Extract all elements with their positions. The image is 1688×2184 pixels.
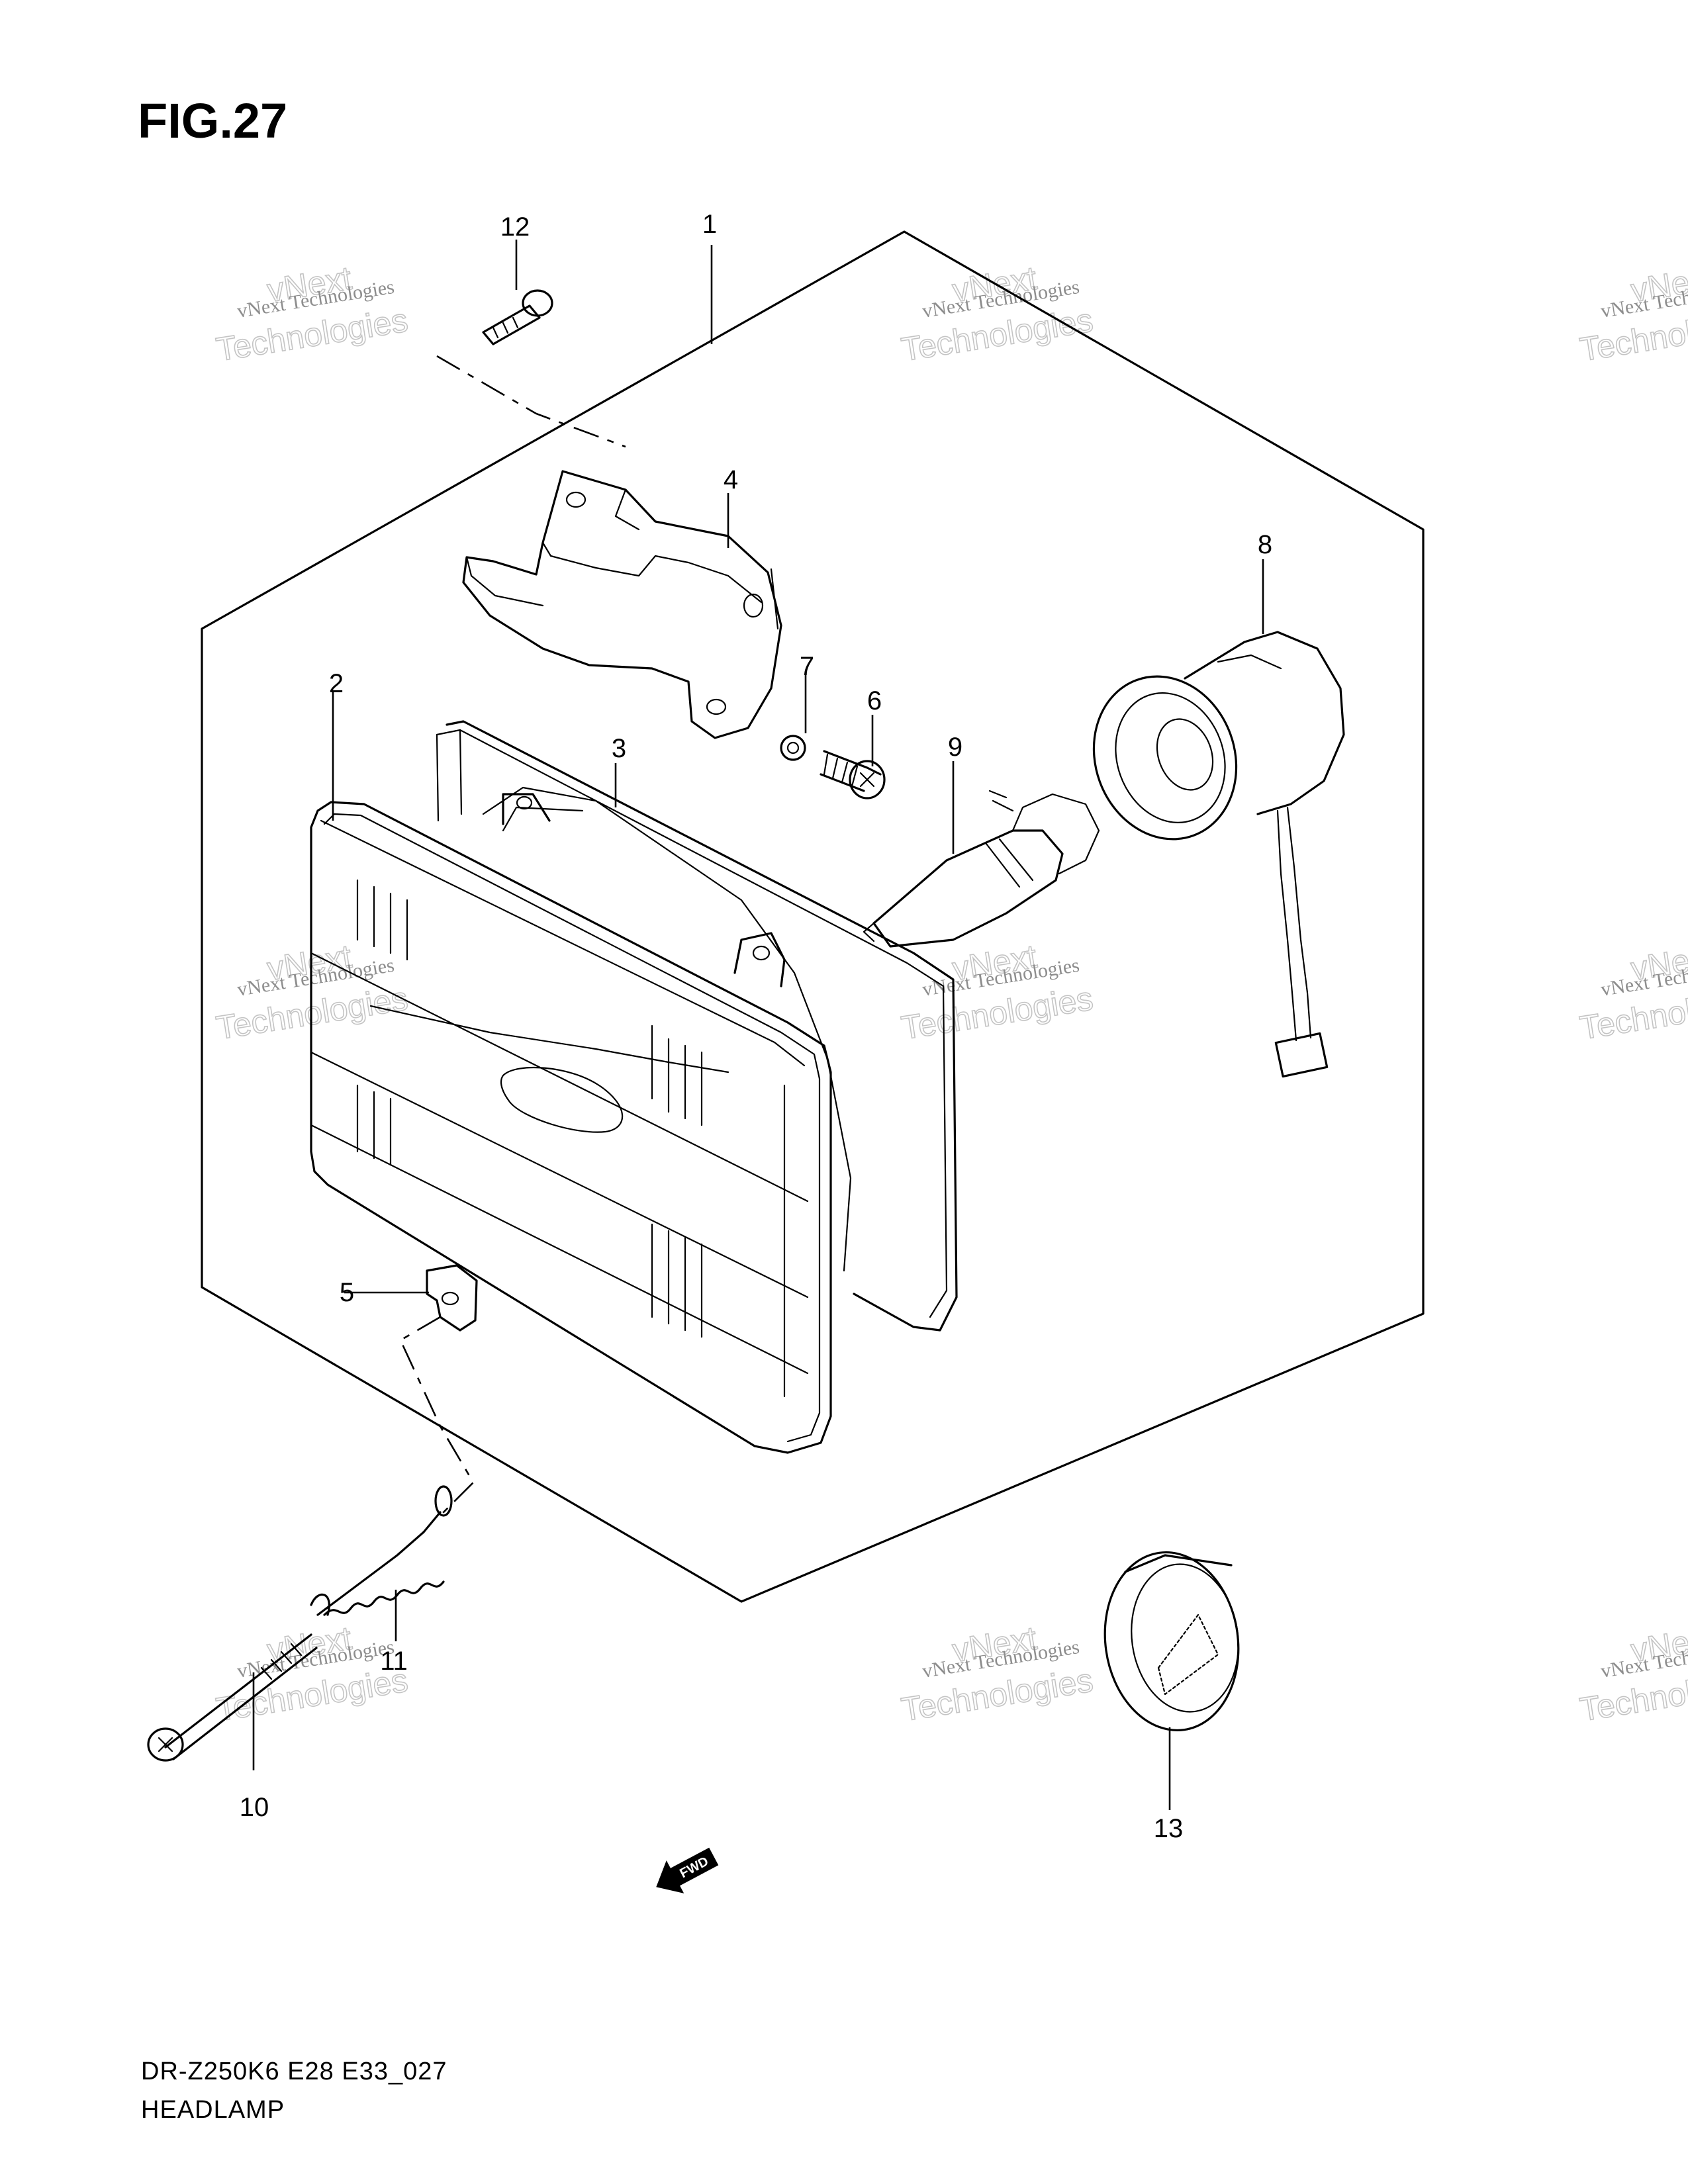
leader-lines (252, 240, 1264, 1810)
dash-line-5-11 (399, 1316, 475, 1516)
callout-9: 9 (948, 733, 962, 762)
watermark: vNext vNext Technologies Technologies (213, 937, 411, 1047)
watermark: vNext vNext Technologies Technologies (1577, 259, 1688, 369)
callout-3: 3 (612, 734, 626, 763)
watermark-group: vNext vNext Technologies Technologies vN… (213, 259, 1688, 1729)
callout-4: 4 (724, 465, 738, 494)
adjuster-nut-part-5 (426, 1264, 478, 1332)
figure-name: HEADLAMP (141, 2096, 285, 2124)
callout-11: 11 (380, 1647, 408, 1676)
watermark: vNext vNext Technologies Technologies (898, 1619, 1096, 1729)
cover-part-13 (1103, 1551, 1240, 1732)
spring-part-11 (310, 1485, 453, 1616)
watermark: vNext vNext Technologies Technologies (1577, 937, 1688, 1047)
lens-unit-part-2 (310, 801, 832, 1454)
callout-6: 6 (867, 686, 882, 715)
dash-line-12-4 (436, 355, 626, 448)
screw-part-6 (820, 750, 886, 799)
housing-part-3 (436, 720, 958, 1332)
callout-8: 8 (1258, 530, 1272, 559)
watermark: vNext vNext Technologies Technologies (1577, 1619, 1688, 1729)
callout-10: 10 (240, 1793, 269, 1822)
figure-title: FIG.27 (138, 93, 287, 148)
washer-part-7 (780, 735, 806, 761)
socket-part-8 (1092, 631, 1345, 1078)
callout-2: 2 (329, 669, 344, 698)
watermark: vNext vNext Technologies Technologies (213, 259, 411, 369)
callout-12: 12 (500, 212, 530, 242)
callout-1: 1 (702, 210, 717, 239)
fwd-arrow: FWD (656, 1847, 719, 1893)
watermark: vNext vNext Technologies Technologies (898, 259, 1096, 369)
watermark: vNext vNext Technologies Technologies (898, 937, 1096, 1047)
callout-5: 5 (340, 1278, 354, 1307)
adjusting-screw-part-10 (147, 1633, 318, 1762)
figure-code: DR-Z250K6 E28 E33_027 (141, 2058, 447, 2085)
callout-13: 13 (1154, 1814, 1184, 1843)
bulb-part-9 (863, 790, 1100, 948)
screw-part-12 (482, 289, 553, 345)
callout-7: 7 (800, 652, 814, 681)
assembly-outline (201, 230, 1425, 1603)
bracket-part-4 (462, 470, 782, 739)
